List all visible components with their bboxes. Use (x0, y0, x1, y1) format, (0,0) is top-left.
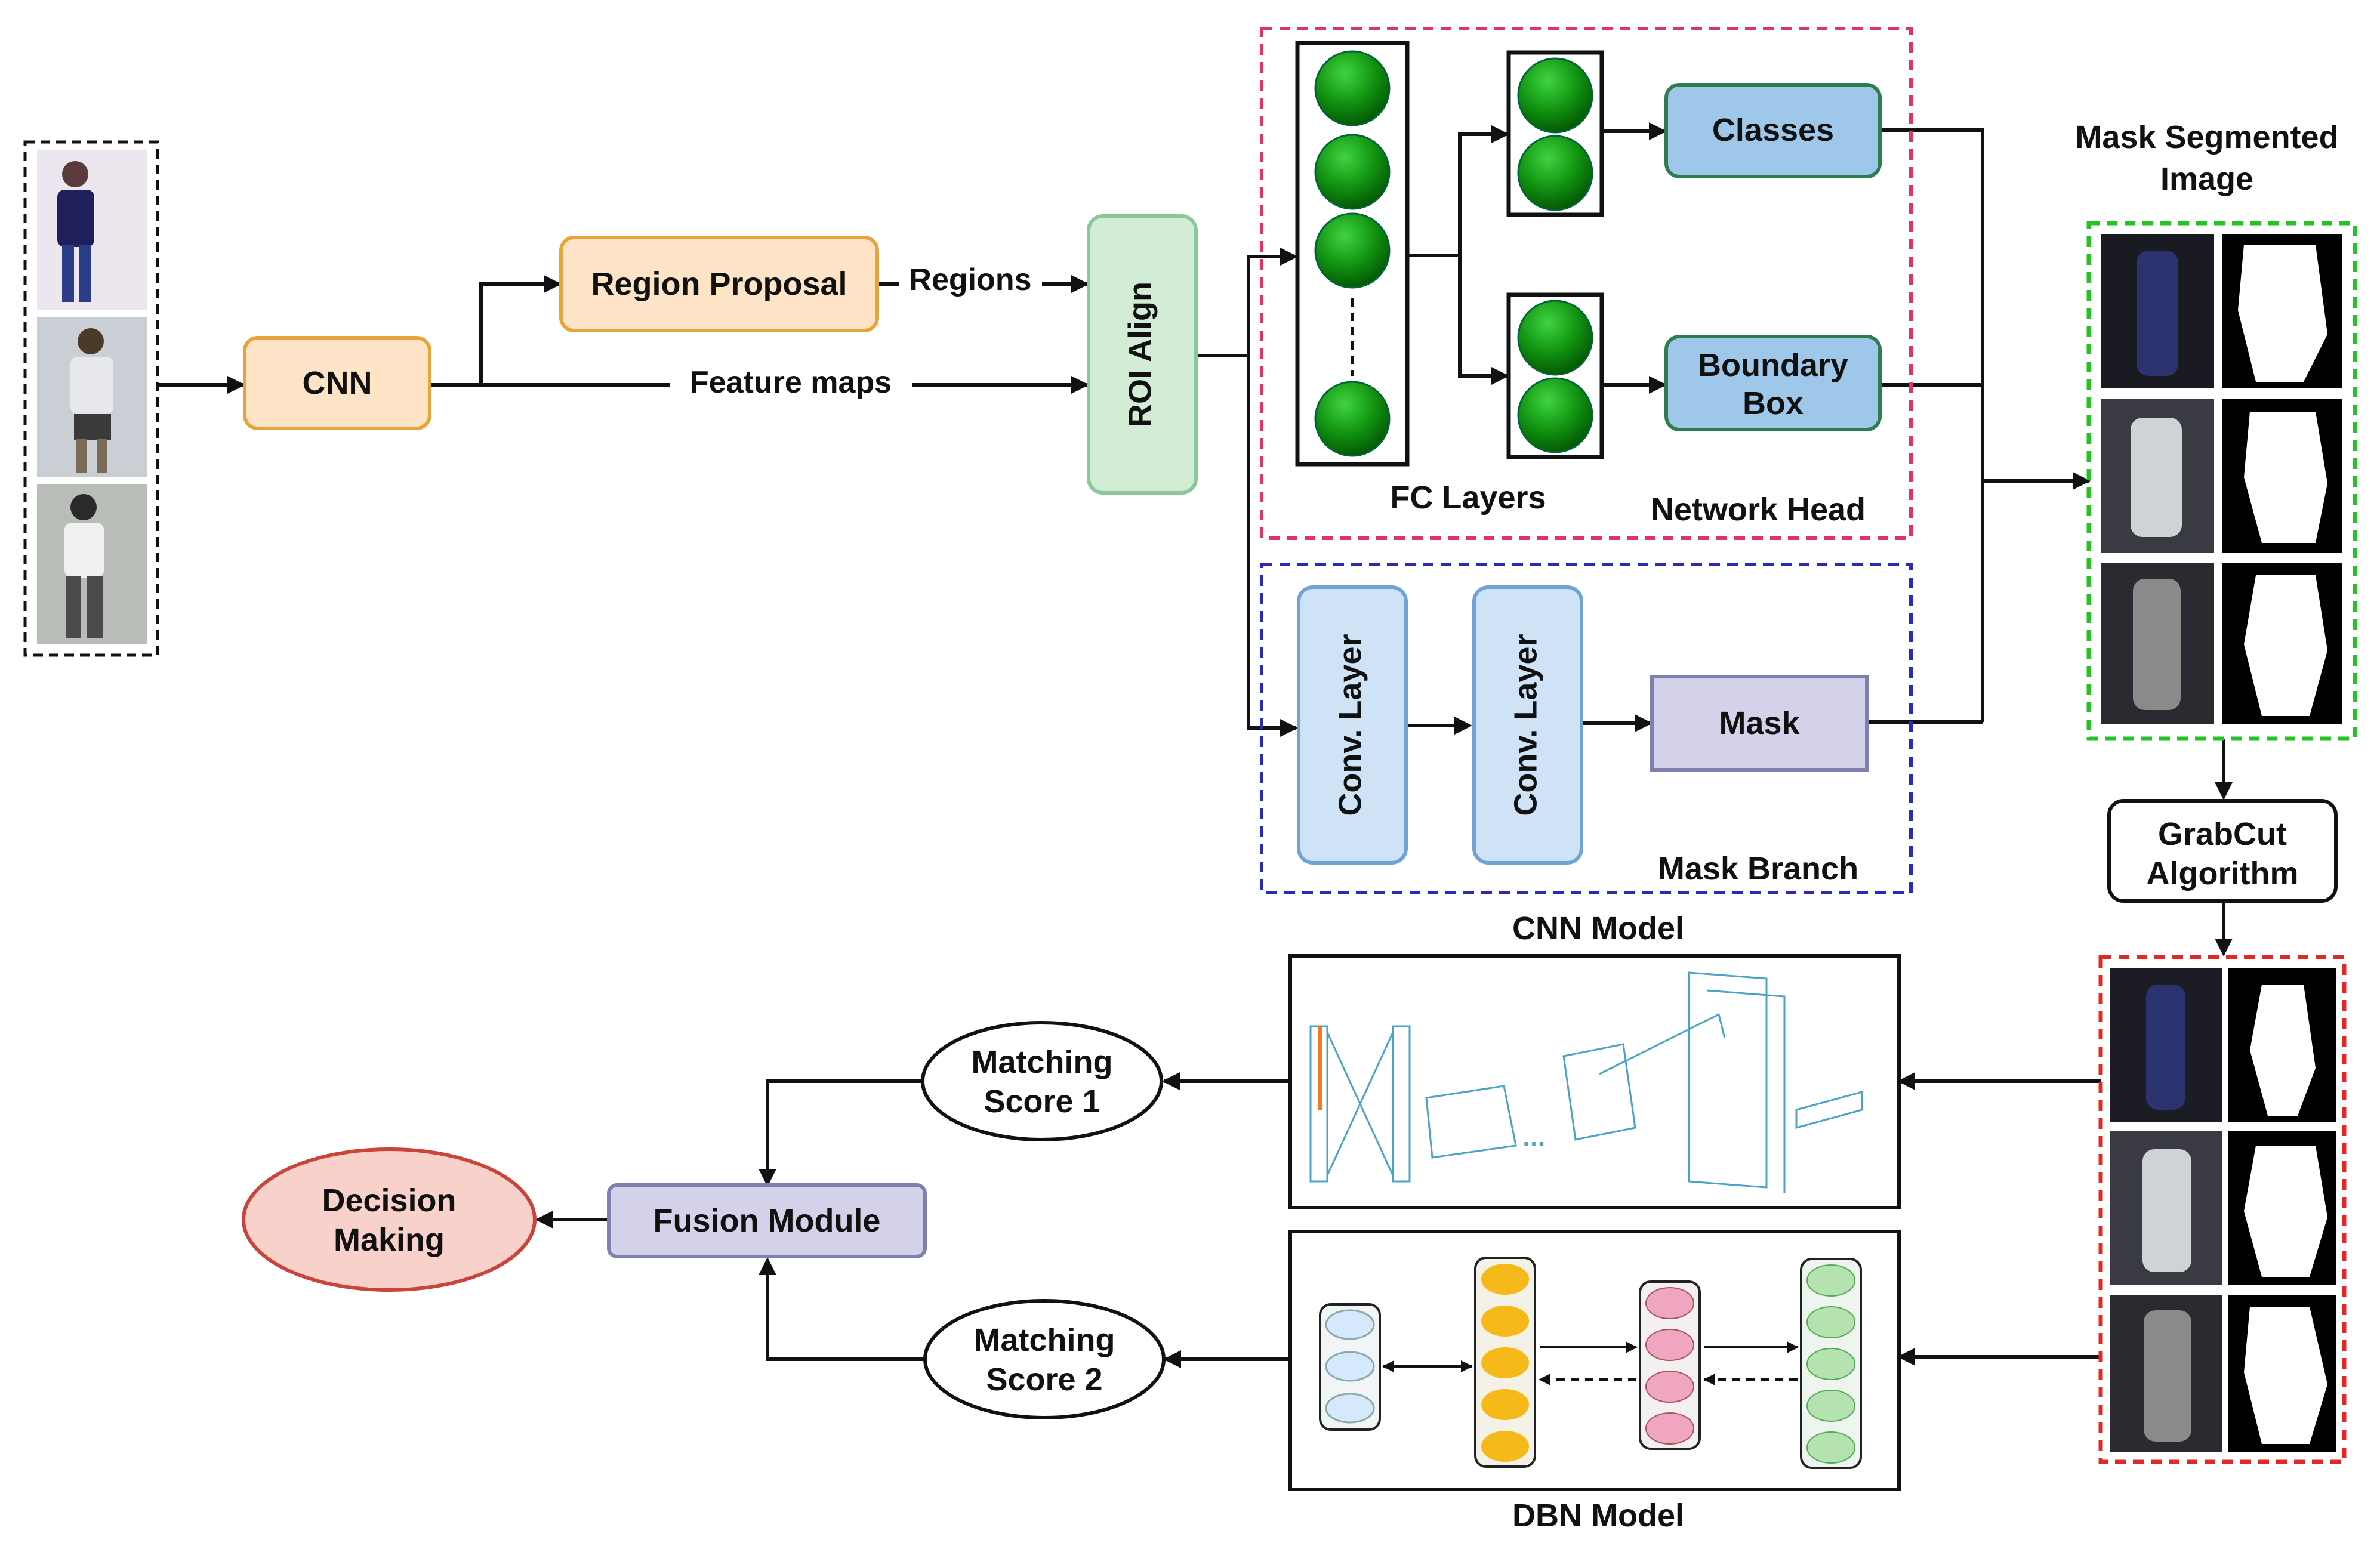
dbn-layer-hidden-2 (1639, 1280, 1701, 1450)
arrow-merge-to-segmented (1867, 128, 2089, 724)
fusion-module-node: Fusion Module (607, 1183, 927, 1258)
mask-node: Mask (1650, 675, 1869, 772)
boundary-box-label: Boundary (1698, 347, 1848, 383)
arrow-score1-to-fusion (759, 1079, 924, 1187)
arrow-score2-to-fusion (759, 1257, 924, 1361)
person-photo (37, 150, 147, 310)
conv-layer-node: Conv. Layer (1472, 585, 1583, 865)
cnn-model-box: … (1288, 954, 1901, 1209)
grabcut-label: GrabCut (2158, 816, 2287, 852)
person-photo (37, 317, 147, 477)
dbn-model-box (1288, 1230, 1901, 1491)
mask-segmented-group: Mask Segmented Image (2075, 119, 2357, 741)
matching-score-1-label: Matching (972, 1044, 1113, 1080)
neuron-icon (1314, 134, 1391, 210)
matching-score-1-label-2: Score 1 (984, 1084, 1100, 1119)
fc-small-upper (1506, 50, 1604, 217)
arrow-cnn-to-region-proposal (430, 275, 562, 387)
edge-label-regions: Regions (909, 263, 1031, 297)
decision-making-label: Decision (322, 1183, 456, 1218)
person-photo (37, 484, 147, 644)
neuron-icon (1314, 50, 1391, 126)
classes-label: Classes (1712, 112, 1834, 148)
dbn-layer-hidden-3 (1800, 1258, 1862, 1469)
classes-node: Classes (1664, 83, 1882, 178)
matching-score-2-node: Matching Score 2 (923, 1299, 1166, 1419)
fc-layer-column (1295, 41, 1410, 467)
neuron-icon (1517, 57, 1593, 134)
boundary-box-node: Boundary Box (1664, 335, 1882, 431)
decision-making-node: Decision Making (242, 1147, 537, 1292)
cnn-node: CNN (243, 336, 431, 430)
neuron-icon (1314, 212, 1391, 289)
grabcut-output-group (2098, 955, 2347, 1464)
network-head-label: Network Head (1651, 492, 1866, 527)
svg-text:…: … (1522, 1125, 1546, 1151)
matching-score-2-label: Matching (974, 1322, 1115, 1358)
conv-layer-label: Conv. Layer (1332, 634, 1368, 816)
dbn-layer-visible (1319, 1303, 1381, 1431)
neuron-icon (1517, 300, 1593, 376)
fc-small-lower (1506, 292, 1604, 459)
matching-score-2-label-2: Score 2 (986, 1362, 1102, 1397)
segmented-image-pairs (2101, 234, 2342, 724)
fc-layers-label: FC Layers (1390, 480, 1546, 516)
dbn-model-label: DBN Model (1512, 1498, 1684, 1533)
roi-align-node: ROI Align (1087, 214, 1198, 495)
neuron-icon (1517, 135, 1593, 211)
conv-layer-node: Conv. Layer (1297, 585, 1408, 865)
decision-making-label-2: Making (334, 1222, 445, 1258)
cnn-model-label: CNN Model (1512, 911, 1684, 946)
conv-layer-label: Conv. Layer (1507, 634, 1543, 816)
region-proposal-node: Region Proposal (559, 236, 879, 332)
edge-label-feature-maps: Feature maps (690, 365, 892, 400)
grabcut-node: GrabCut Algorithm (2107, 799, 2338, 903)
mask-label: Mask (1719, 705, 1800, 741)
mask-branch-label: Mask Branch (1658, 851, 1858, 887)
cnn-label: CNN (303, 365, 372, 401)
arrow-fc-to-upper-small (1407, 125, 1509, 257)
network-head-group: Classes Boundary Box FC Layers Network H… (1260, 27, 1913, 540)
cnn-model-sketch: … (1309, 971, 1863, 1193)
input-images (23, 140, 159, 657)
grabcut-label-2: Algorithm (2147, 856, 2299, 891)
dbn-layer-hidden-1 (1474, 1257, 1536, 1468)
boundary-box-label-2: Box (1743, 385, 1804, 421)
matching-score-1-node: Matching Score 1 (921, 1021, 1163, 1141)
neuron-icon (1517, 377, 1593, 453)
mask-branch-group: Conv. Layer Conv. Layer Mask Mask Branch (1260, 563, 1913, 894)
arrow-roi-to-mask-branch (1247, 356, 1298, 737)
arrow-fc-to-lower-small (1458, 255, 1509, 385)
roi-align-label: ROI Align (1122, 282, 1158, 427)
arrow-roi-to-fc (1196, 248, 1298, 357)
neuron-icon (1314, 381, 1391, 457)
mask-segmented-label: Mask Segmented (2075, 119, 2338, 155)
connectors (159, 122, 2233, 1368)
region-proposal-label: Region Proposal (591, 266, 847, 302)
fusion-module-label: Fusion Module (653, 1203, 881, 1239)
mask-segmented-label-2: Image (2160, 161, 2253, 197)
